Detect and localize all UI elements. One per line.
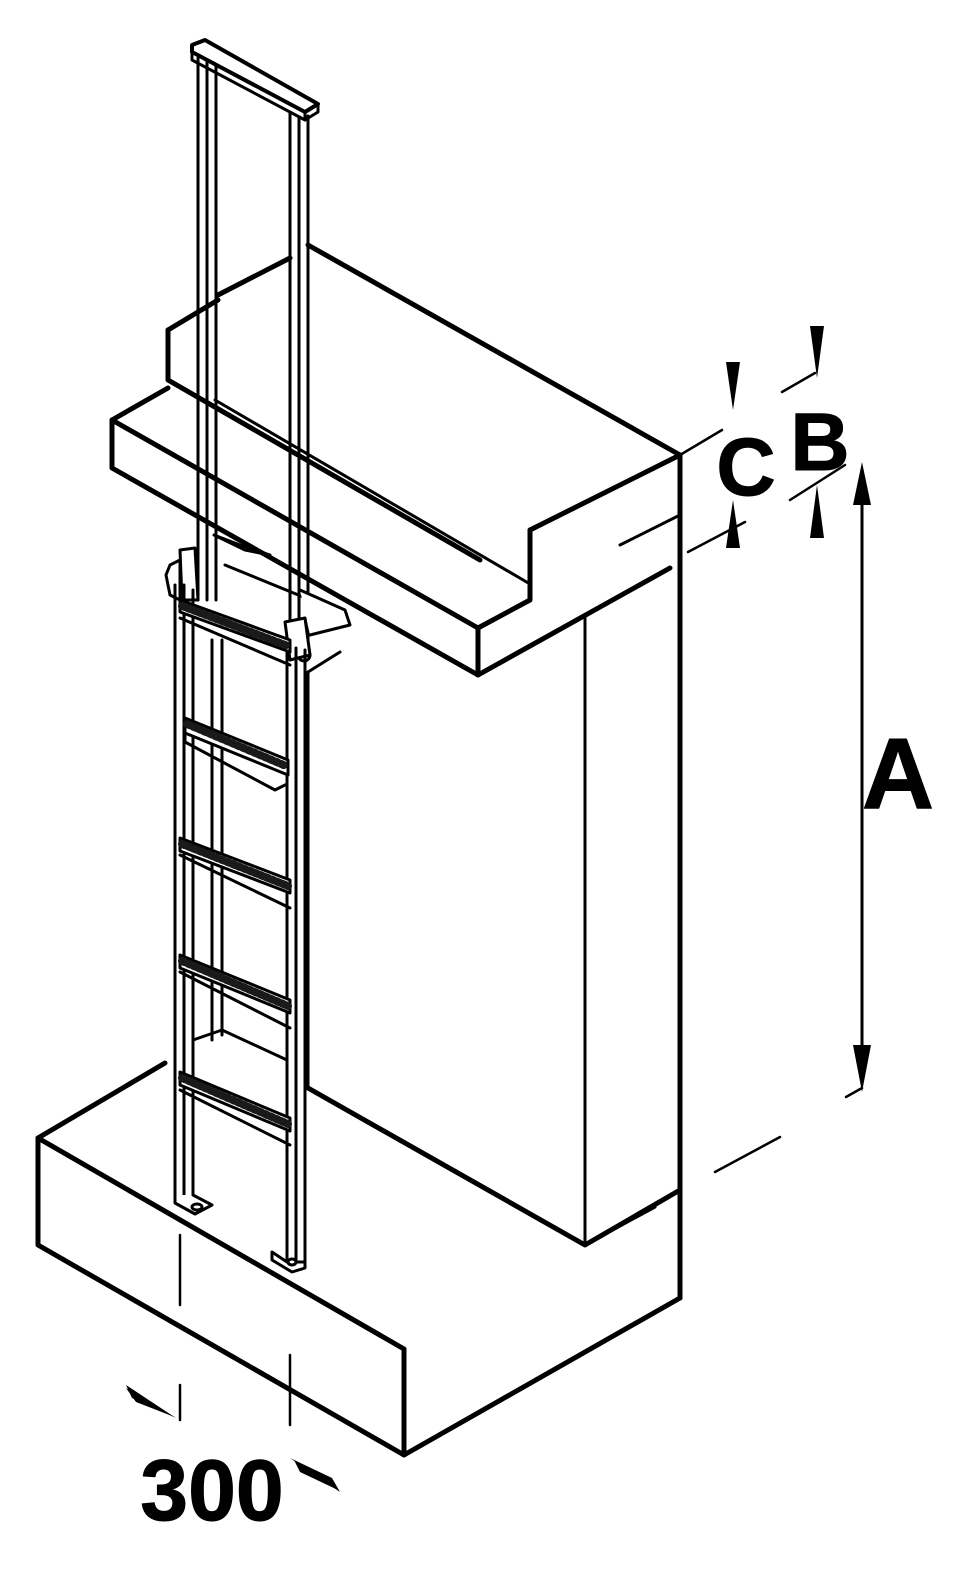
arrow-up-icon	[810, 485, 824, 538]
rung-2	[183, 716, 290, 792]
rung-4	[178, 953, 292, 1030]
arrow-down-icon	[810, 326, 824, 378]
dimension-c-label: C	[716, 422, 775, 513]
deck-slab	[109, 242, 683, 678]
ladder-rungs	[178, 598, 292, 1147]
arrow-down-icon	[726, 362, 740, 410]
ladder-stiles	[173, 583, 307, 1264]
arrow-right-icon	[126, 1385, 176, 1418]
dimension-c	[726, 362, 740, 548]
foot-plates	[173, 1193, 307, 1274]
wall-block	[306, 452, 683, 1301]
dimension-width-label: 300	[140, 1443, 284, 1539]
rung-5	[178, 1070, 292, 1147]
rung-3	[178, 836, 292, 910]
dimension-a	[853, 462, 871, 1092]
handrail-extension	[190, 38, 320, 642]
dimension-a-label: A	[862, 718, 934, 830]
dimension-width	[126, 1385, 340, 1492]
arrow-down-icon	[853, 1045, 871, 1092]
arrow-up-icon	[726, 500, 740, 548]
rung-1	[178, 598, 292, 667]
dimension-b	[810, 326, 824, 538]
arrow-up-icon	[853, 462, 871, 505]
dimension-b-label: B	[790, 397, 849, 488]
